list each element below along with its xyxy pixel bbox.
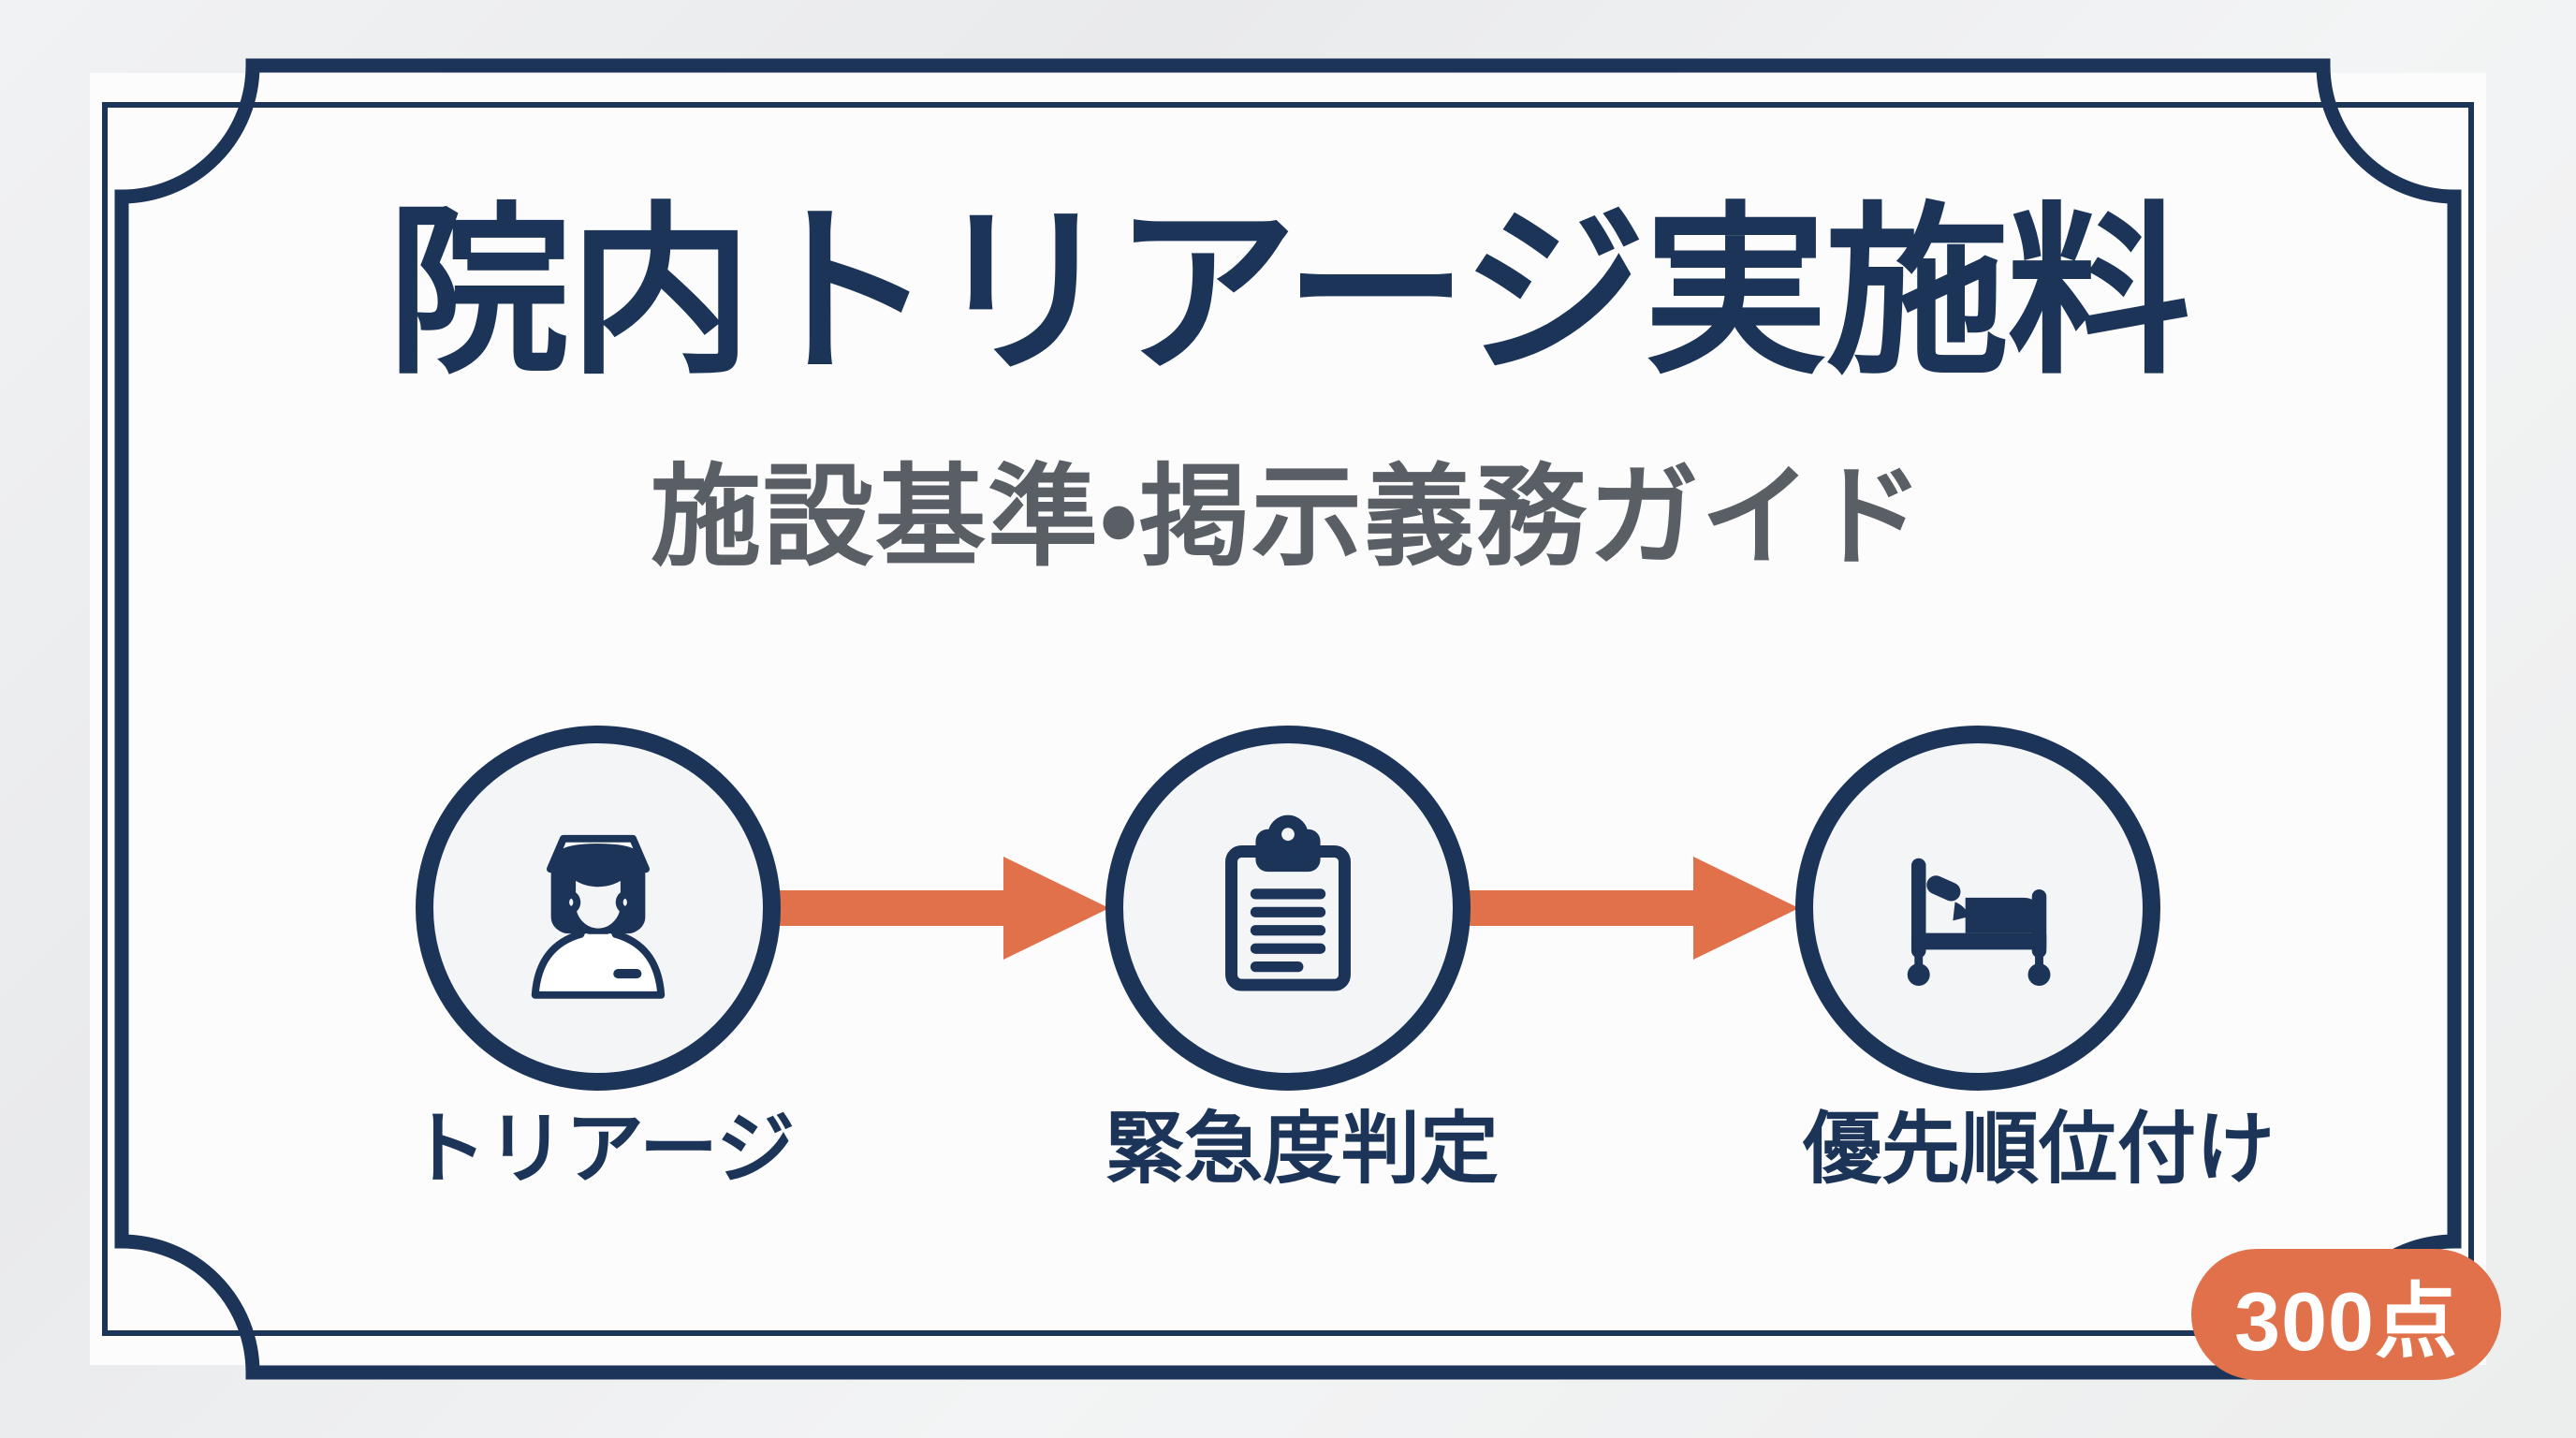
- nurse-icon: [490, 800, 707, 1017]
- flow-step-triage: [416, 726, 781, 1091]
- flow-labels: トリアージ 緊急度判定 優先順位付け: [0, 1109, 2576, 1222]
- arrow-right-icon: [777, 847, 1109, 969]
- points-badge: 300点: [2191, 1249, 2501, 1380]
- flow-label-priority: 優先順位付け: [1803, 1105, 2276, 1193]
- flow-label-urgency: 緊急度判定: [1105, 1105, 1500, 1193]
- arrow-right-icon: [1467, 847, 1799, 969]
- clipboard-icon: [1187, 807, 1389, 1009]
- flow-label-triage: トリアージ: [408, 1105, 796, 1193]
- page-title: 院内トリアージ実施料: [387, 190, 2190, 395]
- flow-step-priority: [1795, 726, 2160, 1091]
- page-subtitle: 施設基準・掲示義務ガイド: [650, 456, 1926, 580]
- hospital-bed-icon: [1874, 804, 2082, 1012]
- flow-connector-1: [777, 847, 1109, 969]
- flow-step-urgency: [1105, 726, 1471, 1091]
- icon-circle-urgency: [1105, 726, 1471, 1091]
- triage-flow: [0, 712, 2576, 1105]
- icon-circle-priority: [1795, 726, 2160, 1091]
- flow-connector-2: [1467, 847, 1799, 969]
- icon-circle-triage: [416, 726, 781, 1091]
